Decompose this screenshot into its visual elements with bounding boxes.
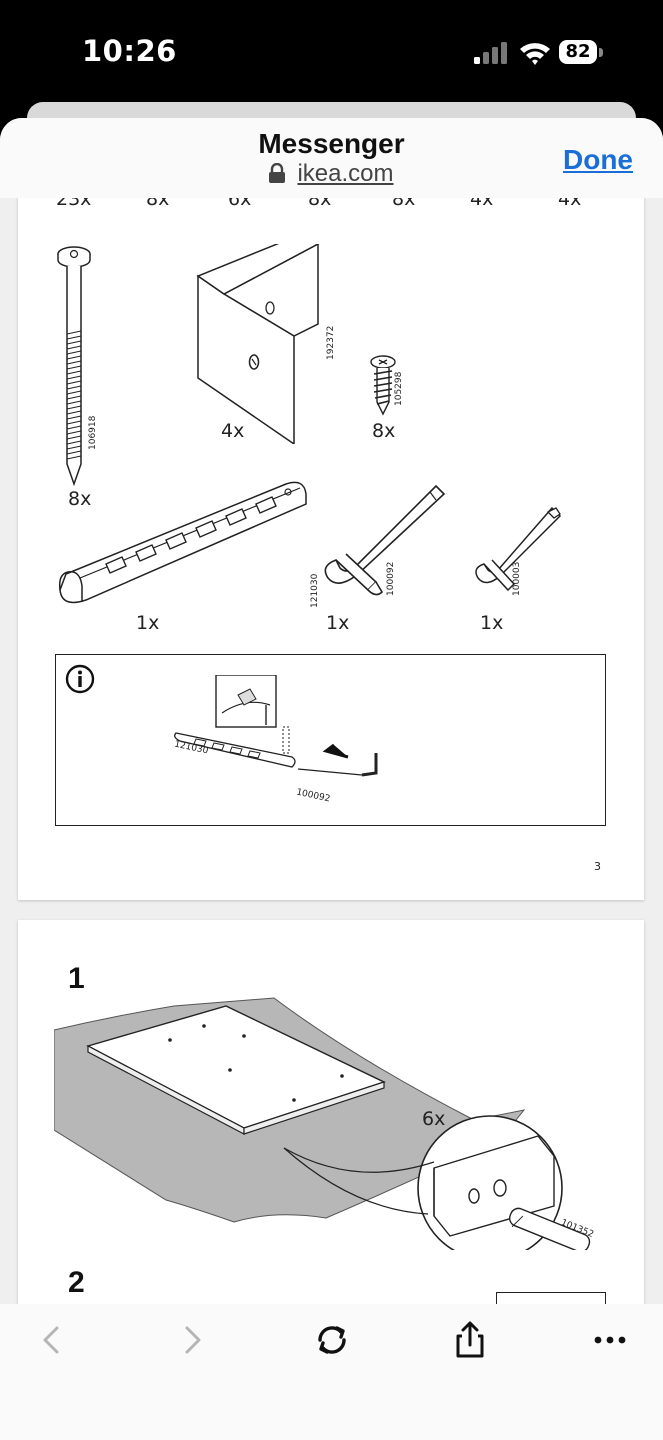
info-icon xyxy=(65,664,95,694)
domain-row: ikea.com xyxy=(0,160,663,188)
step-1-illustration xyxy=(54,997,591,1250)
top-qty-3: 6x xyxy=(228,198,252,210)
top-qty-6: 4x xyxy=(470,198,494,210)
forward-icon[interactable] xyxy=(170,1318,214,1362)
long-bolt-illustration xyxy=(57,246,91,487)
status-time: 10:26 xyxy=(82,34,177,68)
top-qty-1: 23x xyxy=(56,198,92,210)
allen-key-small-illustration xyxy=(475,506,562,592)
share-icon[interactable] xyxy=(448,1318,492,1362)
page-title: Messenger xyxy=(258,128,405,159)
browser-toolbar xyxy=(0,1304,663,1440)
rail-illustration xyxy=(58,481,307,604)
done-button[interactable]: Done xyxy=(563,144,633,175)
info-diagram xyxy=(174,675,378,777)
part-code-screw: 105298 xyxy=(394,371,404,406)
angle-bracket-illustration xyxy=(196,244,320,444)
reload-icon[interactable] xyxy=(310,1318,354,1362)
part-code-key-large: 100092 xyxy=(386,561,396,596)
top-qty-5: 8x xyxy=(392,198,416,210)
part-qty-key-small: 1x xyxy=(480,612,504,634)
lock-icon xyxy=(269,163,286,183)
browser-nav-bar: Messenger ikea.com Done xyxy=(0,118,663,198)
part-qty-bracket: 4x xyxy=(221,420,245,442)
top-qty-4: 8x xyxy=(308,198,332,210)
part-qty-key-large: 1x xyxy=(326,612,350,634)
wifi-icon xyxy=(520,43,550,65)
part-code-key-small: 100003 xyxy=(512,561,522,596)
status-bar: 10:26 82 xyxy=(0,0,663,110)
part-qty-screw: 8x xyxy=(372,420,396,442)
info-box: 121030 100092 xyxy=(55,654,606,826)
part-qty-bolt: 8x xyxy=(68,488,92,510)
part-code-bolt: 106918 xyxy=(88,415,98,450)
part-qty-rail: 1x xyxy=(136,612,160,634)
battery-icon: 82 xyxy=(559,40,605,66)
part-code-bracket: 192372 xyxy=(326,325,336,360)
allen-key-large-illustration xyxy=(324,484,446,596)
page-number: 3 xyxy=(594,860,601,873)
top-qty-2: 8x xyxy=(146,198,170,210)
browser-sheet: Messenger ikea.com Done 23x 8x 6x 8x 8x … xyxy=(0,118,663,1440)
top-qty-7: 4x xyxy=(558,198,582,210)
small-screw-illustration xyxy=(370,355,396,416)
document-viewer[interactable]: 23x 8x 6x 8x 8x 4x 4x xyxy=(0,198,663,1304)
domain-link[interactable]: ikea.com xyxy=(297,160,394,187)
manual-page-4: 1 xyxy=(18,920,644,1304)
back-icon[interactable] xyxy=(30,1318,74,1362)
battery-level: 82 xyxy=(559,40,597,64)
cellular-signal-icon xyxy=(474,42,507,64)
step-number-1: 1 xyxy=(68,962,85,995)
step-1-qty: 6x xyxy=(422,1108,446,1130)
manual-page-3: 23x 8x 6x 8x 8x 4x 4x xyxy=(18,198,644,900)
more-icon[interactable] xyxy=(588,1318,632,1362)
step-number-2: 2 xyxy=(68,1266,85,1299)
step-2-box xyxy=(496,1292,606,1304)
